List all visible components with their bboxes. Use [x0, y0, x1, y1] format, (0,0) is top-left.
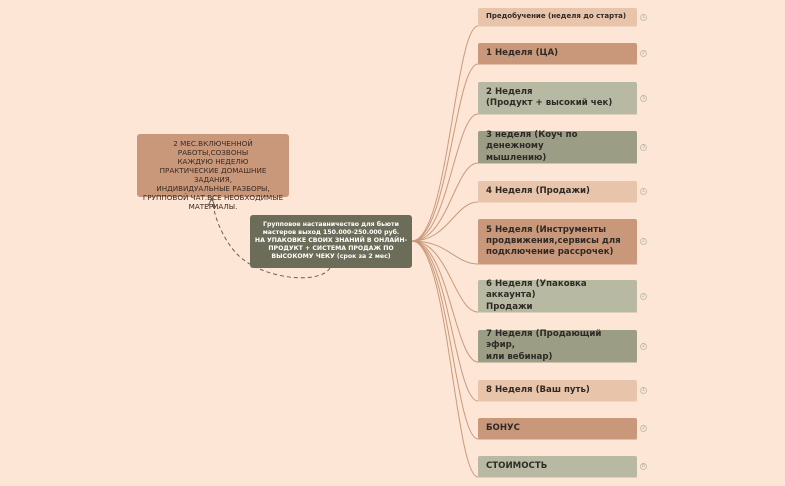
branch-label: 4 Неделя (Продажи): [486, 186, 590, 197]
branch-label: 2 Неделя(Продукт + высокий чек): [486, 87, 612, 109]
branch-node[interactable]: СТОИМОСТЬ: [478, 456, 637, 477]
central-topic-line: НА УПАКОВКЕ СВОИХ ЗНАНИЙ В ОНЛАЙН-: [254, 237, 408, 245]
collapse-toggle-icon[interactable]: 1: [640, 13, 647, 21]
note-connector-arrow-icon: [207, 196, 216, 208]
branch-connector: [411, 25, 479, 242]
branch-label-line: БОНУС: [486, 422, 520, 433]
central-topic-line: мастеров выход 150.000-250.000 руб.: [262, 229, 400, 237]
branch-label-line: или вебинар): [486, 351, 553, 362]
branch-label-line: 8 Неделя (Ваш путь): [486, 384, 590, 395]
collapse-toggle-icon[interactable]: 2: [640, 342, 647, 350]
central-topic-line: ПРОДУКТ + СИСТЕМА ПРОДАЖ ПО: [268, 245, 394, 253]
branch-node[interactable]: 8 Неделя (Ваш путь): [478, 380, 637, 401]
branch-node[interactable]: 6 Неделя (Упаковка аккаунта)Продажи: [478, 279, 637, 313]
branch-node[interactable]: Предобучение (неделя до старта): [478, 8, 637, 26]
collapse-toggle-icon[interactable]: 2: [640, 50, 647, 57]
branch-node[interactable]: 2 Неделя(Продукт + высокий чек): [478, 82, 637, 114]
branch-label-line: (Продукт + высокий чек): [486, 98, 613, 108]
branch-connector: [411, 63, 479, 242]
collapse-toggle-icon[interactable]: 1: [640, 188, 647, 195]
note-line: ПРАКТИЧЕСКИЕ ДОМАШНИЕ ЗАДАНИЯ,: [159, 166, 267, 184]
branch-label-line: 3 неделя (Коуч по денежному: [486, 130, 578, 152]
note-line: МАТЕРИАЛЫ.: [188, 202, 238, 211]
branch-connector: [411, 113, 479, 242]
branch-node[interactable]: 7 Неделя (Продающий эфир,или вебинар): [478, 329, 637, 363]
branch-connector: [411, 240, 479, 265]
collapse-toggle-icon[interactable]: 3: [640, 143, 647, 151]
collapse-toggle-icon[interactable]: 3: [640, 94, 647, 102]
branch-connectors: [411, 25, 637, 478]
branch-label: БОНУС: [486, 423, 520, 434]
branch-label: СТОИМОСТЬ: [486, 461, 547, 472]
branch-connector: [411, 240, 479, 440]
branch-label-line: 2 Неделя: [486, 86, 533, 97]
branch-label-line: Продажи: [486, 301, 533, 312]
note-line: ГРУППОВОЙ ЧАТ.ВСЕ НЕОБХОДИМЫЕ: [142, 193, 284, 202]
branch-connector: [411, 240, 479, 313]
branch-connector: [411, 240, 479, 402]
branch-label: 8 Неделя (Ваш путь): [486, 385, 590, 396]
branch-label-line: подключение рассрочек): [486, 247, 614, 258]
branch-label-line: 7 Неделя (Продающий эфир,: [486, 329, 602, 351]
branch-label-line: мышлению): [486, 152, 547, 163]
branch-label: 1 Неделя (ЦА): [486, 48, 558, 59]
branch-node[interactable]: 1 Неделя (ЦА): [478, 43, 637, 64]
note-line: КАЖДУЮ НЕДЕЛЮ: [177, 157, 249, 166]
branch-connector: [411, 240, 479, 478]
central-topic-line: ВЫСОКОМУ ЧЕКУ (срок за 2 мес): [271, 253, 391, 261]
branch-label-line: 5 Неделя (Инструменты: [486, 224, 606, 235]
branch-label-line: 1 Неделя (ЦА): [486, 47, 559, 58]
branch-label-line: продвижения,сервисы для: [486, 235, 621, 246]
collapse-toggle-icon[interactable]: 2: [640, 238, 647, 245]
collapse-toggle-icon[interactable]: 8: [640, 463, 647, 470]
branch-label-line: Предобучение (неделя до старта): [486, 12, 627, 21]
note-line: 2 МЕС.ВКЛЮЧЕННОЙ РАБОТЫ,СОЗВОНЫ: [173, 139, 253, 157]
branch-connector: [411, 240, 479, 363]
branch-label: 6 Неделя (Упаковка аккаунта)Продажи: [486, 279, 629, 313]
branch-label-line: СТОИМОСТЬ: [486, 460, 548, 471]
note-connector-dashed: [211, 198, 331, 279]
branch-connector: [411, 162, 479, 242]
branch-node[interactable]: БОНУС: [478, 418, 637, 439]
central-topic-line: Групповое наставничество для бьюти: [263, 221, 399, 228]
branch-label: 7 Неделя (Продающий эфир,или вебинар): [486, 329, 629, 363]
collapse-toggle-icon[interactable]: 2: [640, 425, 647, 432]
branch-node[interactable]: 4 Неделя (Продажи): [478, 181, 637, 202]
branch-label-line: 4 Неделя (Продажи): [486, 185, 590, 196]
branch-label: Предобучение (неделя до старта): [486, 12, 626, 21]
branch-connector: [411, 201, 479, 242]
collapse-toggle-icon[interactable]: 2: [640, 292, 647, 300]
note-line: ИНДИВИДУАЛЬНЫЕ РАЗБОРЫ,: [156, 184, 270, 193]
branch-label-line: 6 Неделя (Упаковка аккаунта): [486, 279, 587, 301]
collapse-toggle-icon[interactable]: 1: [640, 387, 647, 394]
